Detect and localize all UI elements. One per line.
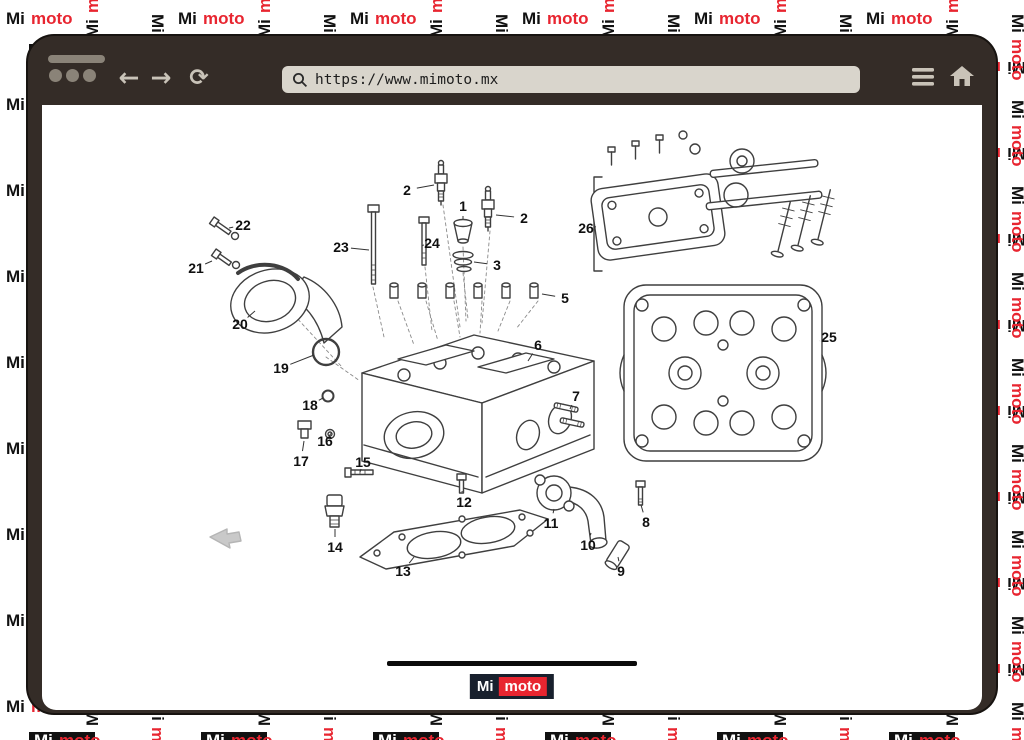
part-callout-10: 10 [580, 537, 596, 553]
temp-sensor [324, 494, 345, 528]
valves [770, 189, 835, 258]
intake-boot [230, 262, 343, 344]
clamp-screws [208, 216, 241, 270]
part-callout-2: 2 [520, 210, 528, 226]
window-dot [66, 69, 79, 82]
part-callout-6: 6 [534, 337, 542, 353]
callout-leader-line [495, 214, 515, 218]
refresh-button[interactable]: ⟳ [184, 62, 214, 94]
callout-leader-line [473, 261, 488, 265]
plug-bolt [297, 420, 312, 439]
callout-leader-line [204, 260, 213, 265]
menu-button[interactable] [910, 66, 936, 91]
head-gasket [359, 509, 549, 570]
window-dot [49, 69, 62, 82]
part-callout-19: 19 [273, 360, 289, 376]
callout-leader-line [640, 504, 644, 513]
callout-leader-line [408, 556, 415, 564]
camshafts [705, 148, 823, 211]
home-icon [950, 66, 974, 86]
spark-plug [481, 185, 495, 232]
hamburger-icon [912, 68, 934, 86]
callout-leader-line [552, 508, 555, 514]
back-button[interactable]: ← [114, 62, 144, 94]
part-callout-16: 16 [317, 433, 333, 449]
callout-leader-line [541, 293, 556, 297]
search-icon [293, 72, 308, 87]
part-callout-2: 2 [403, 182, 411, 198]
callout-leader-line [569, 404, 573, 410]
part-callout-17: 17 [293, 453, 309, 469]
cylinder-head-bottom-view [619, 284, 827, 462]
part-callout-13: 13 [395, 563, 411, 579]
callout-leader-line [359, 468, 362, 472]
part-callout-26: 26 [578, 220, 594, 236]
washer-stack [452, 250, 474, 273]
part-callout-22: 22 [235, 217, 251, 233]
speaker-grill [48, 55, 105, 63]
address-bar[interactable]: https://www.mimoto.mx [282, 66, 860, 93]
part-callout-21: 21 [188, 260, 204, 276]
part-callout-3: 3 [493, 257, 501, 273]
part-callout-11: 11 [544, 515, 559, 531]
valve-cover-assembly [590, 130, 835, 272]
part-callout-18: 18 [302, 397, 318, 413]
bolt-12 [456, 473, 467, 494]
home-button[interactable] [948, 63, 976, 92]
callout-leader-line [617, 556, 620, 562]
callout-leader-line [290, 354, 315, 365]
part-callout-9: 9 [617, 563, 625, 579]
callout-leader-line [416, 184, 435, 189]
bolt-8 [635, 480, 646, 506]
callout-leader-line [350, 247, 370, 251]
window-control-dots [49, 69, 96, 82]
url-text: https://www.mimoto.mx [315, 71, 499, 88]
long-bolt-23 [367, 204, 380, 285]
part-callout-24: 24 [424, 235, 440, 251]
part-callout-25: 25 [821, 329, 837, 345]
oil-funnel [453, 218, 473, 244]
callout-leader-line [247, 310, 256, 318]
part-callout-1: 1 [459, 198, 467, 214]
assembly-guide-lines [293, 204, 539, 382]
parts-diagram: 2122324322212652019625187161715121110891… [188, 130, 837, 579]
callout-leader-line [527, 353, 534, 362]
window-dot [83, 69, 96, 82]
part-callout-8: 8 [642, 514, 650, 530]
part-callout-15: 15 [355, 454, 371, 470]
o-ring-large [311, 337, 341, 367]
watermark-arrow [209, 528, 242, 549]
browser-toolbar: ← → ⟳ https://www.mimoto.mx [42, 36, 982, 105]
part-callout-20: 20 [232, 316, 248, 332]
callout-leader-line [318, 397, 324, 401]
logo-moto: moto [498, 677, 548, 696]
bolt-15 [344, 467, 374, 478]
footer-divider [387, 661, 637, 666]
valve-guides-row [389, 282, 539, 299]
footer-logo: Mi moto [469, 674, 555, 699]
browser-frame: ← → ⟳ https://www.mimoto.mx [28, 36, 996, 713]
callout-leader-line [589, 532, 592, 536]
cylinder-head [361, 334, 595, 494]
callout-leader-line [301, 440, 305, 452]
part-callout-7: 7 [572, 388, 580, 404]
studs-7 [553, 402, 585, 428]
forward-button[interactable]: → [146, 62, 176, 94]
part-callout-12: 12 [456, 494, 472, 510]
pipe-9 [604, 540, 630, 571]
spark-plug [434, 159, 448, 206]
o-ring-small [321, 389, 335, 403]
logo-mi: Mi [476, 678, 494, 695]
part-callout-23: 23 [333, 239, 349, 255]
callout-leader-line [328, 432, 332, 437]
part-callout-5: 5 [561, 290, 569, 306]
cover-bolts [607, 130, 701, 166]
part-callout-14: 14 [327, 539, 343, 555]
water-outlet [534, 474, 608, 549]
callout-leader-line [228, 226, 234, 229]
bolt-24 [418, 216, 430, 266]
